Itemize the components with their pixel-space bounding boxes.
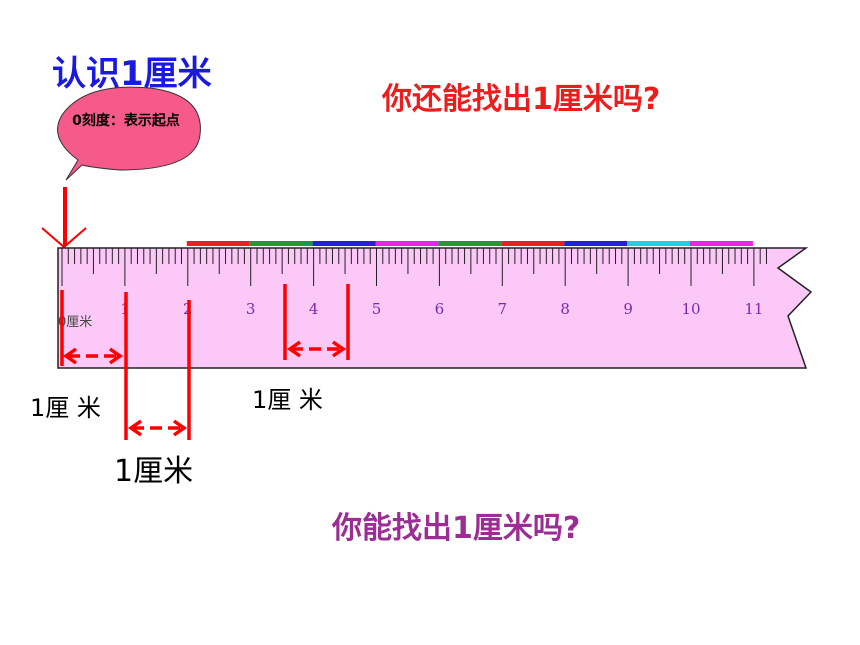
ruler-tick-label: 9: [623, 300, 633, 318]
color-bar-segment: [249, 241, 313, 246]
speech-bubble: [57, 86, 201, 181]
color-bar-segment: [186, 241, 250, 246]
color-bar-segment: [690, 241, 753, 246]
ruler-zero-label: 0厘米: [58, 315, 92, 330]
ruler-tick-label: 10: [681, 300, 700, 318]
cm-marker-0-1: [60, 290, 128, 366]
cm-marker-1-2: [124, 300, 191, 440]
color-bar-segment: [564, 241, 628, 246]
color-bar-segment: [375, 241, 439, 246]
ruler-body: [57, 247, 813, 369]
label-1cm-b: 1厘 米: [252, 386, 323, 414]
color-bar-segment: [501, 241, 565, 246]
color-bar-segment: [438, 241, 502, 246]
label-1cm-a: 1厘 米: [30, 394, 101, 422]
question-bottom: 你能找出1厘米吗?: [332, 511, 581, 546]
pointer-arrowhead: [41, 227, 87, 249]
ruler-tick-label: 5: [372, 300, 382, 318]
cm-marker-3.5-4.5: [283, 284, 350, 360]
ruler-ticks: [61, 248, 767, 286]
bubble-text: 0刻度：表示起点: [72, 113, 180, 129]
ruler-tick-label: 4: [309, 300, 319, 318]
ruler-tick-label: 8: [560, 300, 570, 318]
color-bar-segment: [627, 241, 690, 246]
ruler-tick-label: 11: [744, 300, 763, 318]
ruler-tick-label: 7: [498, 300, 508, 318]
ruler-tick-label: 3: [246, 300, 256, 318]
question-top: 你还能找出1厘米吗?: [382, 82, 661, 117]
label-1cm-c: 1厘米: [114, 454, 194, 489]
ruler-tick-label: 6: [435, 300, 445, 318]
color-bar-segment: [312, 241, 376, 246]
color-bar: [186, 241, 753, 246]
